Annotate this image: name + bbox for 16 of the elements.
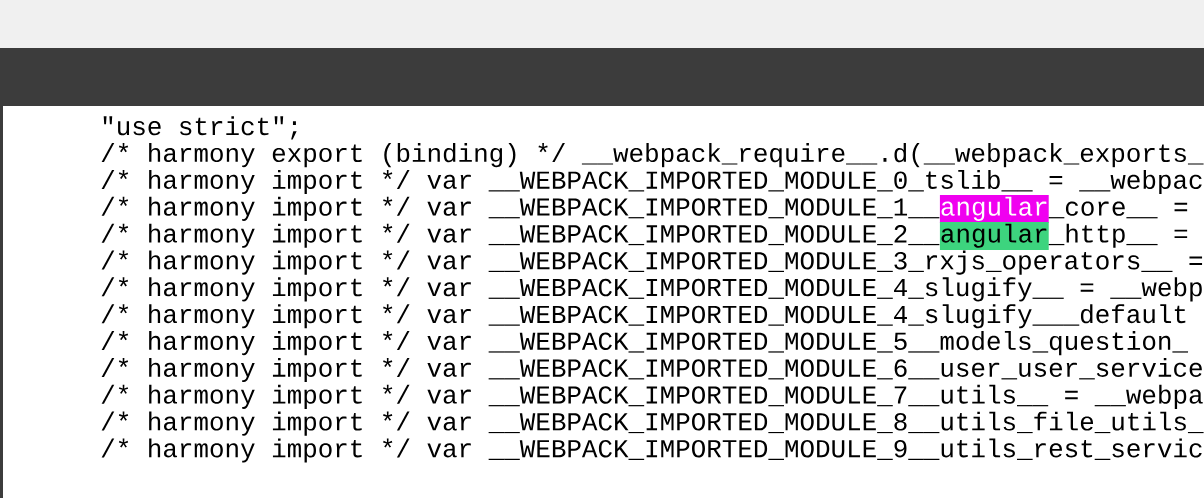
code-line: /* harmony import */ var __WEBPACK_IMPORTED_MODULE_5__models_question_ (101, 331, 1189, 356)
code-line: "use strict"; (103, 116, 297, 140)
code-line: _http__ = (1048, 223, 1188, 248)
code-line: /* harmony import */ var __WEBPACK_IMPORTED_MODULE_0_tslib__ = __webpac (101, 169, 1202, 195)
code-line: /* harmony import */ var __WEBPACK_IMPORTED_MODULE_7__utils__ = __webpa (101, 384, 1203, 409)
highlighted-word: angular (939, 195, 1049, 224)
code-line: /* harmony import */ var __WEBPACK_IMPORTED_MODULE_9__utils_rest_servic (101, 438, 1202, 463)
code-line: /* harmony import */ var __WEBPACK_IMPORTED_MODULE_4_slugify__ = __webp (101, 277, 1202, 302)
code-line: /* harmony import */ var __WEBPACK_IMPORTED_MODULE_1__ (101, 196, 940, 221)
code-line: /* harmony import */ var __WEBPACK_IMPORTED_MODULE_3_rxjs_operators__ = (101, 250, 1203, 275)
code-line: /* harmony import */ var __WEBPACK_IMPORTED_MODULE_2__ (101, 223, 940, 248)
code-line: /* harmony import */ var __WEBPACK_IMPORTED_MODULE_6__user_user_service (101, 357, 1202, 383)
code-line: /* harmony export (binding) */ __webpack_require__.d(__webpack_exports_ (101, 143, 1204, 168)
code-line: /* harmony import */ var __WEBPACK_IMPORTED_MODULE_8__utils_file_utils_ (101, 411, 1204, 436)
highlighted-word: angular (939, 221, 1049, 250)
code-line: /* harmony import */ var __WEBPACK_IMPORTED_MODULE_4_slugify___default (101, 304, 1186, 329)
